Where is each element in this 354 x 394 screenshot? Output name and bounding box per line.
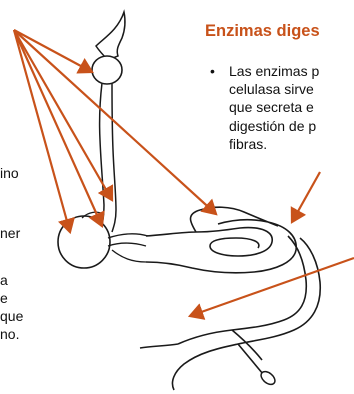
intestine-coil (146, 207, 296, 273)
hindgut-branch (140, 236, 320, 390)
esophagus-tube (100, 83, 116, 232)
pharynx-outline (96, 12, 125, 60)
bullet-line: celulasa sirve (229, 80, 354, 98)
crop-sac (92, 56, 122, 84)
bullet-item: • Las enzimas p celulasa sirve que secre… (210, 62, 354, 153)
gastric-caeca (108, 234, 148, 262)
bullet-marker: • (210, 62, 215, 80)
arrow-to-stomach (14, 30, 70, 232)
bullet-line: Las enzimas p (229, 62, 354, 80)
bullet-line: digestión de p (229, 117, 354, 135)
bullet-text: Las enzimas p celulasa sirve que secreta… (229, 62, 354, 153)
bullet-line: fibras. (229, 135, 354, 153)
left-line: ner (0, 225, 20, 241)
arrow-to-esophagus (14, 30, 102, 226)
left-line: que (0, 308, 23, 324)
left-line: no. (0, 326, 19, 342)
arrow-to-hindgut (190, 258, 354, 316)
left-line: e (0, 290, 8, 306)
left-line: ino (0, 165, 19, 181)
left-line: a (0, 272, 8, 288)
arrow-from-text-to-coil (292, 172, 320, 222)
bullet-line: que secreta e (229, 98, 354, 116)
section-heading: Enzimas diges (205, 22, 320, 41)
